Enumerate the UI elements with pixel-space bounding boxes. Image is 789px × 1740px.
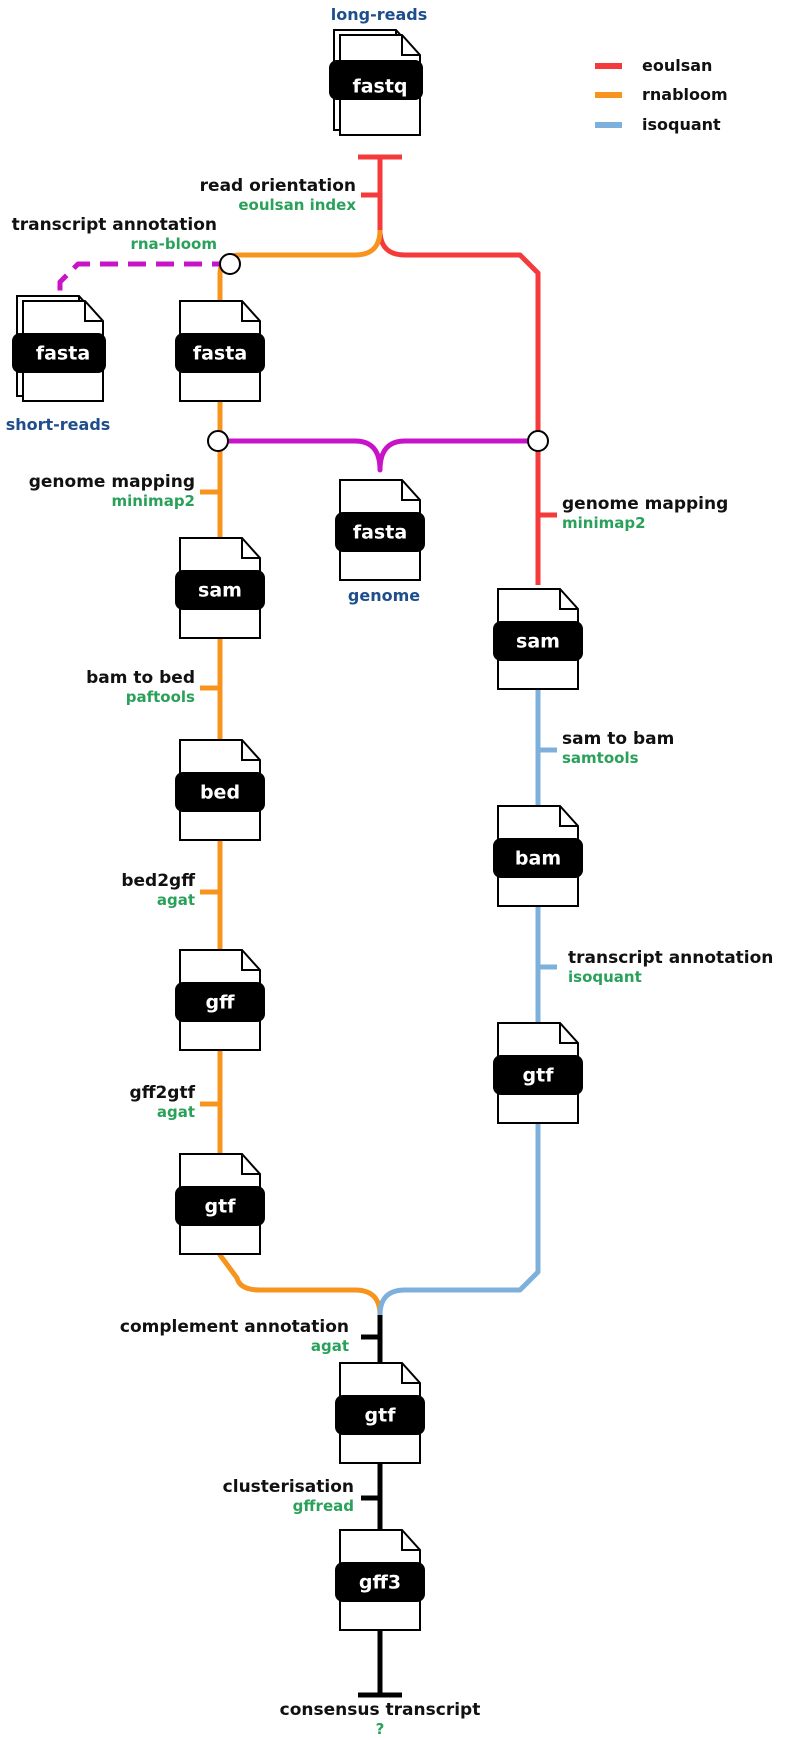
step-read-orientation: read orientation eoulsan index (200, 176, 357, 214)
file-type-label: bed (200, 782, 240, 804)
legend-item-rnabloom: rnabloom (595, 85, 728, 104)
file-isoquant-bam: bam (493, 805, 583, 907)
file-type-label: gff3 (359, 1572, 401, 1594)
file-rnabloom-fasta: fasta (175, 300, 265, 402)
tool-label: agat (157, 891, 195, 909)
file-type-label: sam (516, 631, 560, 653)
step-label: clusterisation (223, 1477, 354, 1497)
legend-label: isoquant (642, 115, 721, 134)
file-type-label: fastq (352, 76, 407, 98)
file-rnabloom-gtf: gtf (175, 1153, 265, 1255)
step-label: consensus transcript (280, 1700, 481, 1720)
step-bam-to-bed: bam to bed paftools (86, 668, 195, 706)
legend: eoulsan rnabloom isoquant (595, 56, 728, 134)
file-type-label: gtf (205, 1196, 237, 1218)
file-type-label: fasta (193, 343, 247, 365)
file-genome-fasta: fasta (335, 479, 425, 581)
step-label: gff2gtf (130, 1083, 196, 1103)
step-bed2gff: bed2gff agat (121, 871, 195, 909)
short-reads-dashed-line (57, 261, 230, 302)
tool-label: eoulsan index (238, 196, 356, 214)
file-final-gff3: gff3 (335, 1529, 425, 1631)
file-isoquant-gtf: gtf (493, 1022, 583, 1124)
file-rnabloom-sam: sam (175, 537, 265, 639)
step-label: complement annotation (120, 1317, 349, 1337)
step-gff2gtf: gff2gtf agat (130, 1083, 196, 1121)
step-label: transcript annotation (568, 948, 773, 968)
file-type-label: gtf (523, 1065, 555, 1087)
step-consensus-transcript: consensus transcript ? (280, 1700, 481, 1738)
tool-label: rna-bloom (130, 235, 217, 253)
genome-connector-line (218, 438, 538, 473)
tool-label: minimap2 (562, 514, 646, 532)
legend-label: eoulsan (642, 56, 712, 75)
legend-item-isoquant: isoquant (595, 115, 721, 134)
file-rnabloom-gff: gff (175, 949, 265, 1051)
step-clusterisation: clusterisation gffread (223, 1477, 354, 1515)
step-transcript-annotation-rnabloom: transcript annotation rna-bloom (12, 215, 217, 253)
file-type-label: gtf (365, 1405, 397, 1427)
file-isoquant-sam: sam (493, 588, 583, 690)
tool-label: agat (311, 1337, 349, 1355)
file-type-label: sam (198, 580, 242, 602)
step-label: bam to bed (86, 668, 195, 688)
junction-node-right (527, 430, 549, 452)
legend-item-eoulsan: eoulsan (595, 56, 712, 75)
track-lines (57, 154, 557, 1698)
step-label: transcript annotation (12, 215, 217, 235)
tool-label: samtools (562, 749, 639, 767)
step-label: bed2gff (121, 871, 195, 891)
file-rnabloom-bed: bed (175, 739, 265, 841)
file-short-reads-fasta: fasta (12, 295, 106, 402)
input-label-long-reads: long-reads (331, 5, 427, 24)
step-label: genome mapping (562, 494, 728, 514)
step-label: read orientation (200, 176, 356, 196)
file-type-label: bam (515, 848, 561, 870)
step-transcript-annotation-isoquant: transcript annotation isoquant (568, 948, 773, 986)
step-label: sam to bam (562, 729, 674, 749)
step-genome-mapping-right: genome mapping minimap2 (562, 494, 728, 532)
file-type-label: gff (206, 992, 236, 1014)
tool-label: agat (157, 1103, 195, 1121)
file-type-label: fasta (353, 522, 407, 544)
file-long-reads-fastq: fastq (329, 29, 423, 136)
tool-label: ? (376, 1720, 385, 1738)
step-complement-annotation: complement annotation agat (120, 1317, 349, 1355)
legend-label: rnabloom (642, 85, 728, 104)
junction-node-rnabloom (219, 253, 241, 275)
rnabloom-line-main (217, 395, 383, 1316)
input-label-short-reads: short-reads (6, 415, 111, 434)
file-merged-gtf: gtf (335, 1362, 425, 1464)
step-genome-mapping-left: genome mapping minimap2 (29, 472, 195, 510)
tool-label: isoquant (568, 968, 642, 986)
step-label: genome mapping (29, 472, 195, 492)
isoquant-line (377, 690, 541, 1316)
junction-node-left (207, 430, 229, 452)
tool-label: minimap2 (111, 492, 195, 510)
step-sam-to-bam: sam to bam samtools (562, 729, 674, 767)
tool-label: gffread (293, 1497, 354, 1515)
tool-label: paftools (126, 688, 195, 706)
input-label-genome: genome (348, 586, 420, 605)
file-type-label: fasta (36, 343, 90, 365)
